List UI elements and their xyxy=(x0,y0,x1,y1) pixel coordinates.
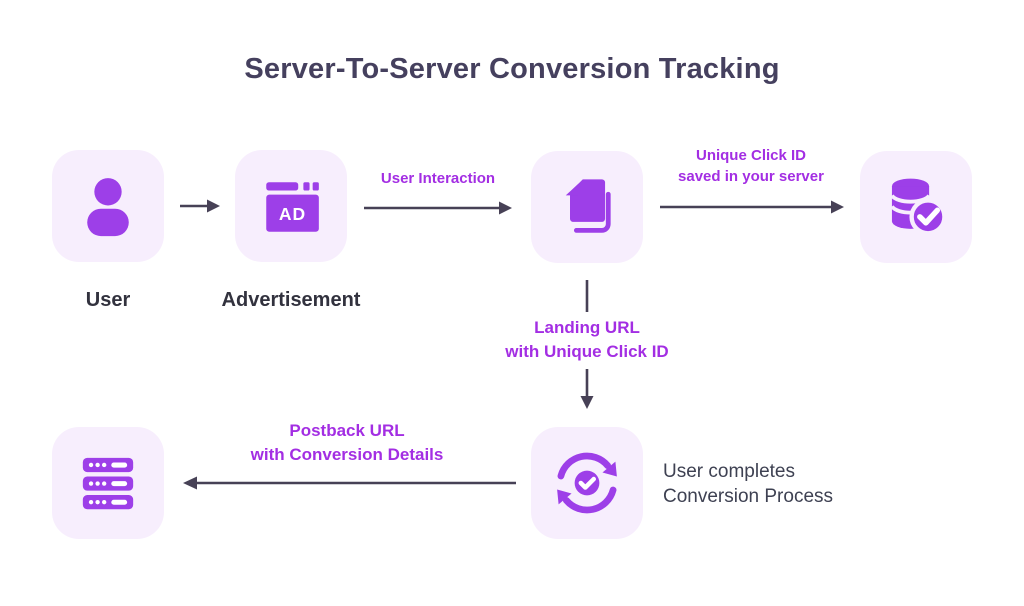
edge-label-landing-url: Landing URL with Unique Click ID xyxy=(477,316,697,364)
edge-label-unique-click-id: Unique Click ID saved in your server xyxy=(645,145,857,187)
node-advertisement: AD xyxy=(235,150,347,262)
pages-icon xyxy=(565,179,611,233)
ad-text: AD xyxy=(279,204,306,224)
node-server-db xyxy=(860,151,972,263)
database-check-icon xyxy=(890,178,947,236)
node-label-user: User xyxy=(85,289,131,311)
edge-landing-to-db xyxy=(660,200,844,214)
server-rack-icon xyxy=(82,457,134,510)
node-conversion xyxy=(531,427,643,539)
edge-user-to-ad xyxy=(180,199,220,213)
edge-ad-to-landing xyxy=(364,201,512,215)
sync-check-icon xyxy=(557,452,617,514)
node-label-advertisement: Advertisement xyxy=(221,289,361,311)
edge-label-user-interaction: User Interaction xyxy=(380,170,496,187)
node-user xyxy=(52,150,164,262)
conversion-caption-line1: User completes xyxy=(663,461,795,482)
node-landing-page xyxy=(531,151,643,263)
edge-landing-down-segment xyxy=(585,280,589,312)
user-icon xyxy=(87,178,129,237)
edge-label-line1: Landing URL xyxy=(534,318,640,337)
conversion-caption-line2: Conversion Process xyxy=(663,486,834,507)
edge-label-line2: with Conversion Details xyxy=(250,445,444,464)
page-title: Server-To-Server Conversion Tracking xyxy=(244,53,780,85)
edge-conversion-to-server xyxy=(183,476,516,490)
edge-label-line1: Postback URL xyxy=(289,421,405,440)
edge-label-line2: saved in your server xyxy=(678,168,824,185)
ad-browser-icon: AD xyxy=(266,182,319,232)
edge-label-postback-url: Postback URL with Conversion Details xyxy=(217,419,477,467)
conversion-caption: User completes Conversion Process xyxy=(663,459,833,509)
edge-landing-to-conversion xyxy=(580,369,594,409)
edge-label-line1: Unique Click ID xyxy=(695,147,807,164)
edge-label-line2: with Unique Click ID xyxy=(505,342,669,361)
node-postback-server xyxy=(52,427,164,539)
